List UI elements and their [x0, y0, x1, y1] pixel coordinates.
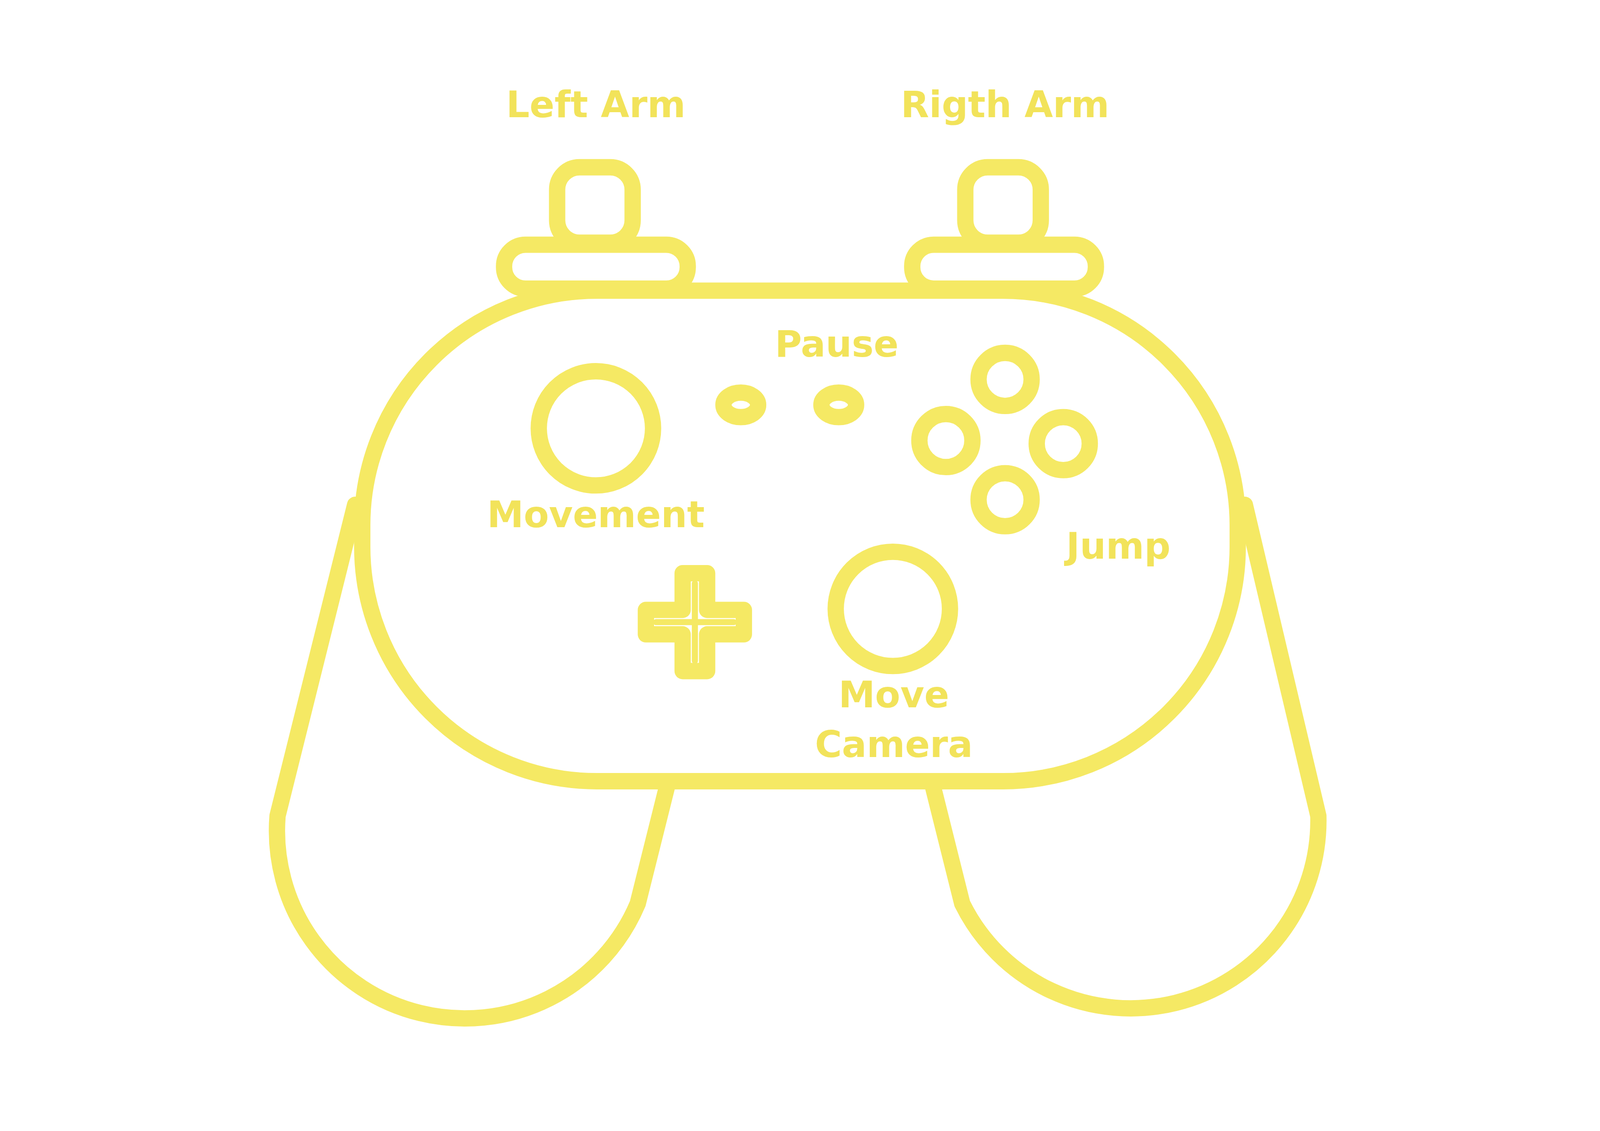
face-button [919, 414, 973, 468]
controller-body [362, 290, 1238, 782]
stick-label: Move Camera [786, 670, 1002, 770]
left-trigger [557, 167, 634, 243]
right-bumper [912, 244, 1097, 289]
arm-label: Rigth Arm [900, 80, 1110, 130]
start-button [821, 392, 857, 418]
face-button [978, 473, 1032, 527]
arm-label: Left Arm [506, 80, 686, 130]
button-label: Jump [1066, 521, 1171, 572]
d-pad-detail [656, 583, 734, 661]
right-trigger [965, 167, 1041, 243]
face-button [1036, 417, 1090, 471]
face-button [978, 353, 1032, 406]
button-label: Pause [774, 320, 899, 370]
left-stick [538, 371, 654, 486]
select-button [723, 392, 759, 418]
left-bumper [503, 244, 688, 289]
right-stick [835, 551, 951, 666]
d-pad [645, 573, 744, 672]
stick-label: Movement [487, 490, 705, 541]
